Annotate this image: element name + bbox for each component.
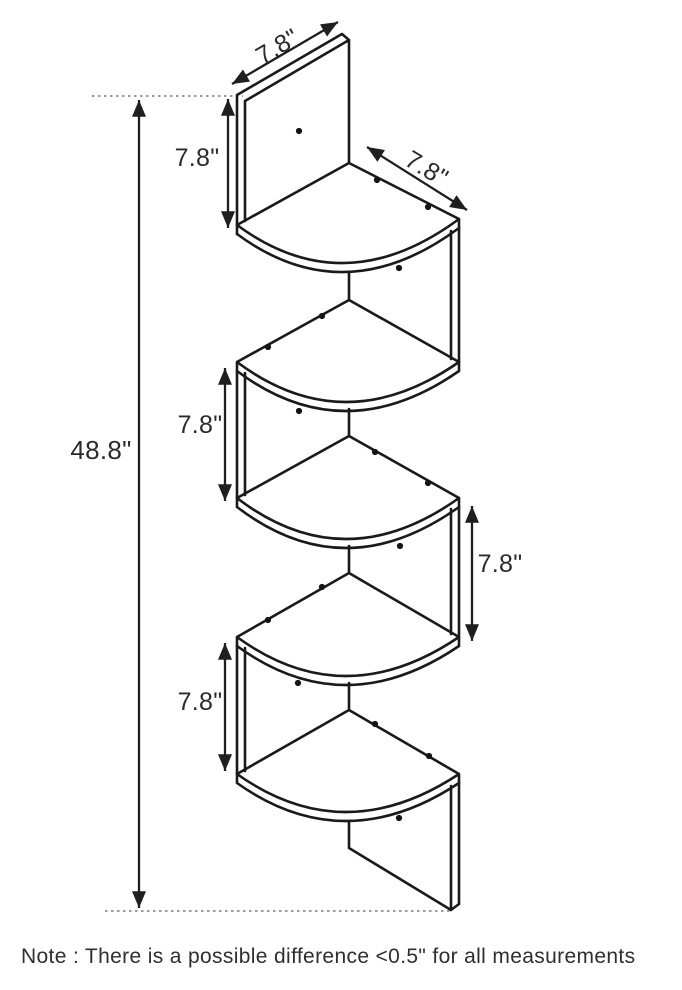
peg-hole-dot bbox=[395, 814, 403, 822]
shelf-3 bbox=[235, 434, 461, 550]
measurement-note: Note : There is a possible difference <0… bbox=[21, 945, 635, 968]
dimension-arrows bbox=[132, 21, 479, 908]
shelf-2 bbox=[235, 298, 461, 413]
left-wall-4-5 bbox=[235, 644, 247, 776]
left-wall-2-3 bbox=[235, 369, 247, 500]
peg-holes bbox=[264, 127, 433, 822]
tier-gap-lower-label: 7.8" bbox=[178, 688, 223, 716]
dim-arrow-top-width bbox=[231, 21, 339, 85]
peg-hole-dot bbox=[371, 448, 379, 456]
peg-hole-dot bbox=[295, 407, 303, 415]
peg-hole-dot bbox=[264, 343, 272, 351]
peg-hole-dot bbox=[424, 479, 432, 487]
overall-height-label: 48.8" bbox=[70, 435, 131, 465]
tier-gap-upper-label: 7.8" bbox=[178, 411, 223, 439]
peg-hole-dot bbox=[371, 720, 379, 728]
shelf-outline bbox=[235, 32, 461, 912]
right-wall-3-4 bbox=[449, 505, 461, 639]
peg-hole-dot bbox=[295, 127, 303, 135]
tier-gap-middle-label: 7.8" bbox=[478, 550, 523, 578]
bottom-hanging-panel bbox=[347, 781, 461, 912]
top-width-label: 7.8" bbox=[251, 23, 304, 70]
peg-hole-dot bbox=[395, 264, 403, 272]
panel-height-label: 7.8" bbox=[175, 144, 220, 172]
shelf-4 bbox=[235, 571, 461, 687]
peg-hole-dot bbox=[373, 176, 381, 184]
peg-hole-dot bbox=[294, 679, 302, 687]
back-panel bbox=[235, 32, 351, 236]
peg-hole-dot bbox=[264, 616, 272, 624]
peg-hole-dot bbox=[396, 542, 404, 550]
shelf-5 bbox=[235, 708, 461, 823]
peg-hole-dot bbox=[318, 583, 326, 591]
peg-hole-dot bbox=[424, 203, 432, 211]
dim-arrow-shelf-depth bbox=[366, 146, 468, 211]
right-wall-1-2 bbox=[449, 226, 461, 364]
peg-hole-dot bbox=[425, 752, 433, 760]
peg-hole-dot bbox=[318, 312, 326, 320]
